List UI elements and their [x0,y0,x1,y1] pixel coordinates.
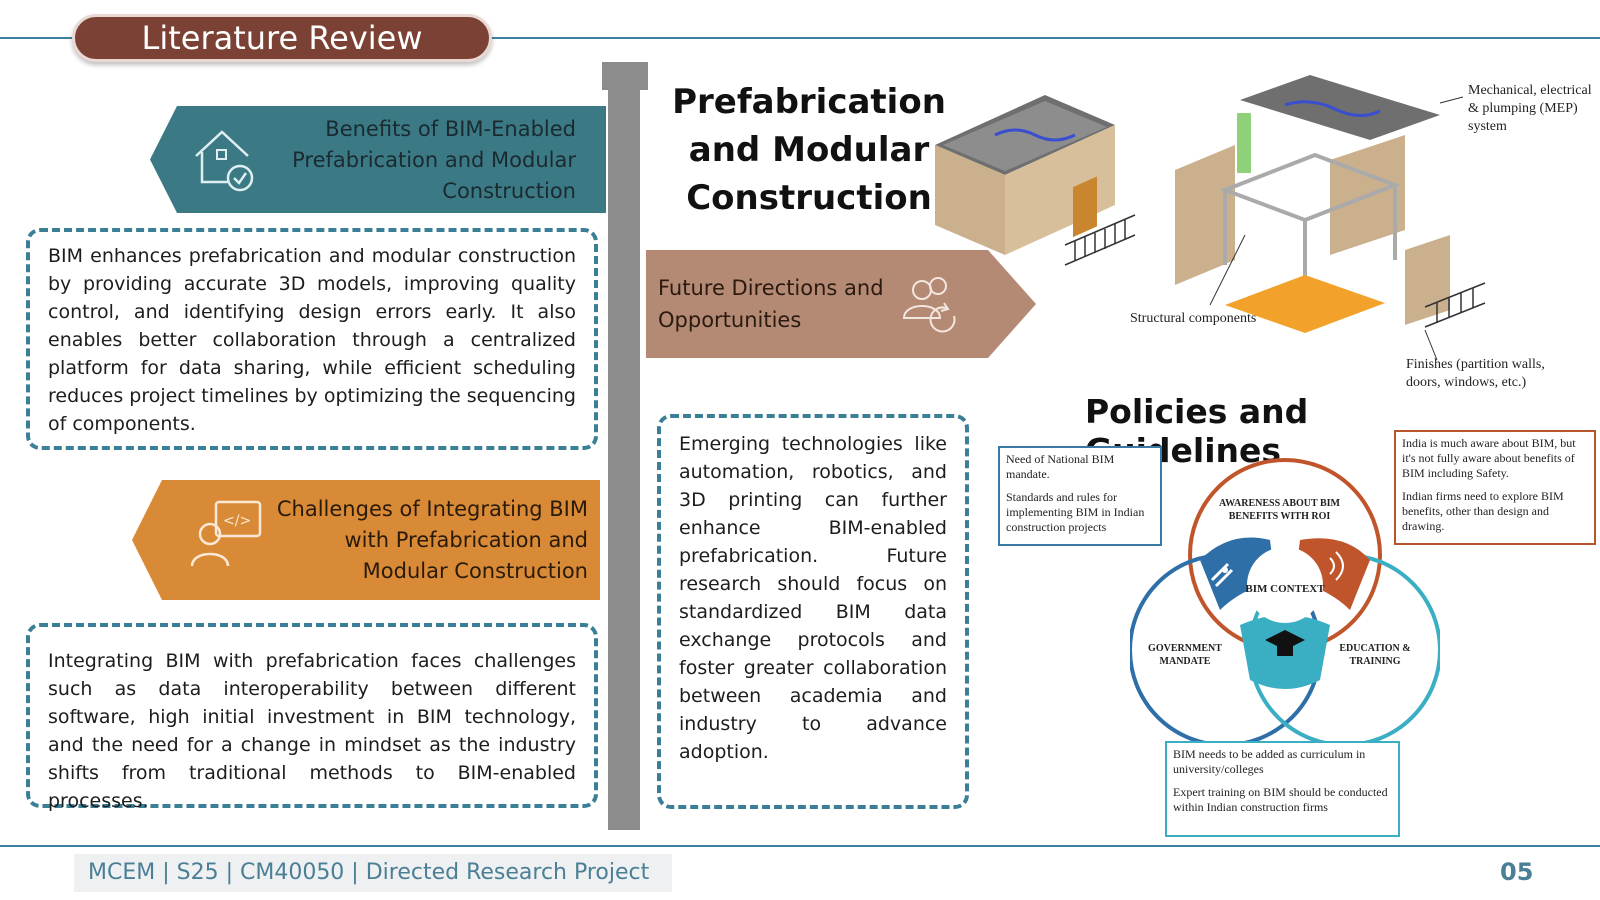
bim-context-venn [1130,458,1440,747]
benefits-banner: Benefits of BIM-Enabled Prefabrication a… [150,106,606,213]
course-footer: MCEM | S25 | CM40050 | Directed Research… [74,854,672,892]
education-label: EDUCATION & TRAINING [1339,643,1411,667]
challenges-text: Integrating BIM with prefabrication face… [26,623,598,812]
mep-label: Mechanical, electrical & plumping (MEP) … [1468,83,1592,134]
challenges-banner: </> Challenges of Integrating BIM with P… [132,480,600,600]
footer-rule [0,845,1600,847]
benefits-title: Benefits of BIM-Enabled Prefabrication a… [292,117,576,203]
graduation-cap-icon [1265,630,1305,650]
broadcast-icon [1329,551,1344,581]
future-title: Future Directions and Opportunities [658,276,884,332]
svg-text:</>: </> [223,513,251,529]
bim-context-label: BIM CONTEXT [1245,583,1325,595]
page-title: Literature Review [72,14,492,62]
people-refresh-icon [902,277,956,333]
awareness-note: India is much aware about BIM, but it's … [1394,430,1596,545]
note-text: Indian firms need to explore BIM benefit… [1402,489,1564,533]
note-text: India is much aware about BIM, but it's … [1402,436,1576,480]
finishes-label: Finishes (partition walls, doors, window… [1406,357,1545,390]
education-note: BIM needs to be added as curriculum in u… [1165,741,1400,837]
government-label: GOVERNMENT MANDATE [1148,643,1222,667]
government-note: Need of National BIM mandate. Standards … [998,446,1162,546]
gavel-icon-lines [1210,562,1234,588]
note-text: Need of National BIM mandate. [1006,452,1115,481]
structural-label: Structural components [1130,311,1257,326]
policies-title: Policies and Guidelines [1085,392,1309,470]
note-text: Expert training on BIM should be conduct… [1173,785,1388,814]
future-text: Emerging technologies like automation, r… [657,414,969,809]
note-text: BIM needs to be added as curriculum in u… [1173,747,1366,776]
note-text: Standards and rules for implementing BIM… [1006,490,1145,534]
future-banner: Future Directions and Opportunities [646,250,1036,358]
page-number: 05 [1500,858,1534,886]
developer-icon: </> [190,500,262,567]
house-check-icon [195,130,254,192]
awareness-label: AWARENESS ABOUT BIM BENEFITS WITH ROI [1219,498,1340,522]
section-title: Prefabrication and Modular Construction [672,82,946,218]
header-rule [0,37,1600,39]
modular-unit-illustration [935,75,1486,361]
benefits-text: BIM enhances prefabrication and modular … [26,228,598,450]
center-divider [608,62,640,830]
challenges-title: Challenges of Integrating BIM with Prefa… [276,497,588,583]
